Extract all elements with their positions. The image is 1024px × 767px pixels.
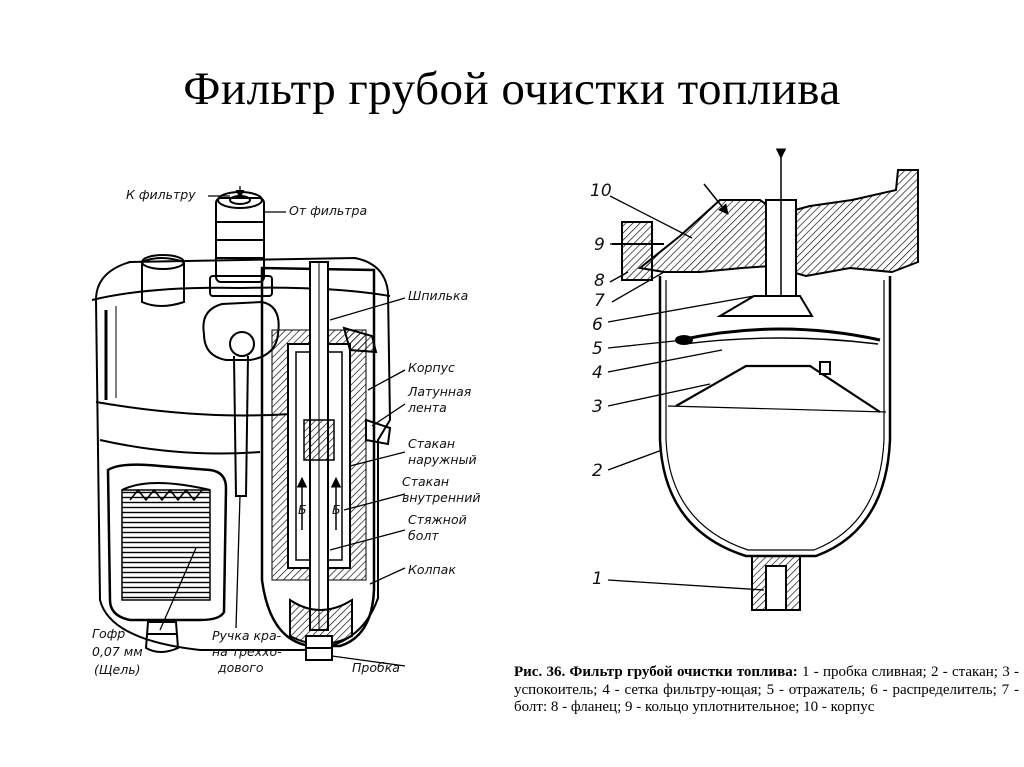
label-outer-2: наружный <box>408 452 477 467</box>
cutaway-labels: К фильтру От фильтра Шпилька Корпус Лату… <box>92 187 480 677</box>
label-bolt-1: Стяжной <box>408 512 467 527</box>
label-inner-2: внутренний <box>402 490 480 505</box>
label-from-filter: От фильтра <box>289 203 367 218</box>
mesh <box>679 327 881 342</box>
cutaway-leaders <box>159 186 406 667</box>
drain-nut <box>144 621 180 653</box>
num-9: 9 <box>594 235 605 255</box>
label-cap: Колпак <box>408 562 456 577</box>
label-brass-1: Латунная <box>407 384 472 399</box>
label-flow-a: Б <box>298 502 307 517</box>
label-bolt-2: болт <box>408 528 439 543</box>
valve-handle <box>202 300 280 497</box>
label-gofr-1: Гофр <box>92 626 125 641</box>
label-gofr-2: 0,07 мм <box>92 644 143 659</box>
label-brass-2: лента <box>407 400 447 415</box>
label-handle-1: Ручка кра- <box>212 628 282 643</box>
gofr-element <box>106 463 228 622</box>
num-1: 1 <box>592 569 603 589</box>
section-numbers: 10 9 8 7 6 5 4 3 2 1 <box>590 181 612 589</box>
num-8: 8 <box>594 271 605 291</box>
num-4: 4 <box>592 363 603 383</box>
label-inner-1: Стакан <box>402 474 449 489</box>
label-stud: Шпилька <box>408 288 468 303</box>
num-10: 10 <box>590 181 612 201</box>
top-cap-ring <box>91 286 391 301</box>
bowl <box>658 276 892 558</box>
num-2: 2 <box>592 461 603 481</box>
caption-lead: Рис. 36. Фильтр грубой очистки топлива: <box>514 664 798 680</box>
cutaway-drawing <box>91 186 406 667</box>
num-6: 6 <box>592 315 603 335</box>
num-7: 7 <box>594 291 605 311</box>
section-housing <box>260 261 392 661</box>
calmer <box>675 364 881 413</box>
label-flow-b: Б <box>332 502 341 517</box>
num-5: 5 <box>592 339 603 359</box>
top-nut <box>141 257 185 307</box>
label-to-filter: К фильтру <box>126 187 196 202</box>
label-plug: Пробка <box>352 660 400 675</box>
caption-text: 1 - пробка сливная; 2 - стакан; 3 - успо… <box>514 664 1019 715</box>
slide-title: Фильтр грубой очистки топлива <box>183 63 841 115</box>
figure-caption: Рис. 36. Фильтр грубой очистки топлива: … <box>514 664 1019 717</box>
label-handle-2: на треххо- <box>212 644 282 659</box>
distributor <box>716 295 814 317</box>
label-body: Корпус <box>408 360 455 375</box>
section-drawing <box>607 148 919 611</box>
label-outer-1: Стакан <box>408 436 455 451</box>
num-3: 3 <box>592 397 603 417</box>
section-leaders <box>607 195 765 591</box>
label-gofr-3: (Щель) <box>94 662 140 677</box>
label-handle-3: дового <box>217 660 264 675</box>
